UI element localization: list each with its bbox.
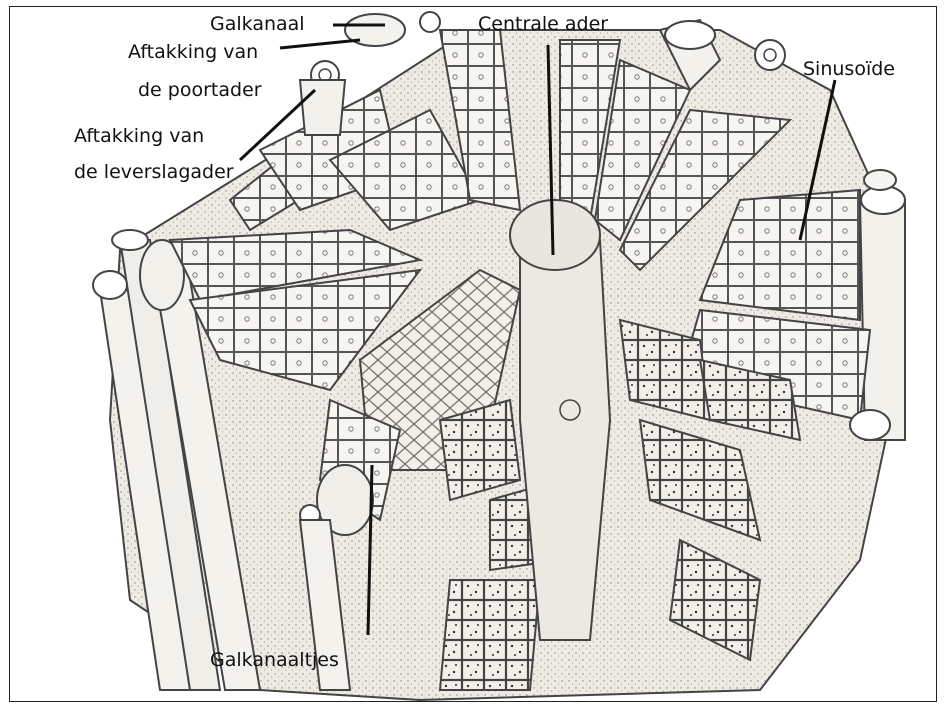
leader-poortader bbox=[280, 40, 360, 48]
label-aftakking-poortader-1: Aftakking van bbox=[128, 40, 258, 64]
label-centrale-ader: Centrale ader bbox=[478, 12, 608, 36]
label-sinusoide: Sinusoïde bbox=[803, 57, 895, 81]
label-galkanaal: Galkanaal bbox=[210, 12, 305, 36]
label-aftakking-poortader-2: de poortader bbox=[138, 78, 262, 102]
label-aftakking-leverslagader-2: de leverslagader bbox=[74, 160, 234, 184]
label-aftakking-leverslagader-1: Aftakking van bbox=[74, 124, 204, 148]
label-galkanaaltjes: Galkanaaltjes bbox=[210, 648, 339, 672]
